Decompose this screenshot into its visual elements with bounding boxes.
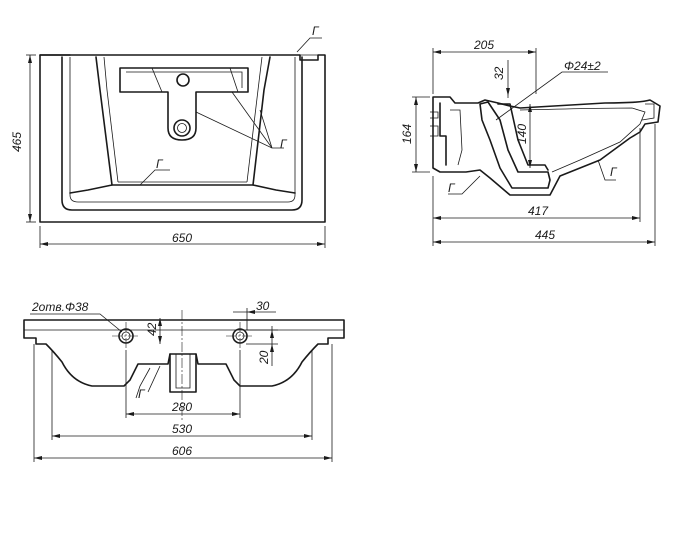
front-view: 465 650 Г Г Г: [10, 24, 326, 248]
dim-445: 445: [535, 228, 555, 242]
dim-42: 42: [145, 322, 159, 336]
side-overflow-channel: [479, 101, 551, 189]
callout-top: Г: [312, 24, 320, 38]
callout-bottom-view: Г: [138, 387, 146, 401]
dim-diameter: Φ24±2: [564, 59, 601, 73]
callout-side-right: Г: [610, 165, 618, 179]
dim-32: 32: [492, 66, 506, 80]
bottom-drain-neck: [169, 353, 197, 393]
dim-140: 140: [515, 124, 529, 144]
side-section-profile: [432, 96, 661, 196]
dim-164: 164: [400, 124, 414, 144]
dim-20: 20: [257, 350, 271, 365]
dim-606: 606: [172, 444, 192, 458]
front-faucet-plateau: [119, 67, 249, 141]
callout-side-left: Г: [448, 181, 456, 195]
callout-right: Г: [280, 137, 288, 151]
dim-280: 280: [171, 400, 192, 414]
dim-205: 205: [473, 38, 494, 52]
side-view: 205 32 Φ24±2 164 140 417 445 Г: [400, 38, 661, 246]
front-bowl-outline: [61, 56, 303, 211]
front-overflow-hole: [173, 119, 191, 137]
callout-bottom: Г: [156, 157, 164, 171]
holes-label: 2отв.Φ38: [31, 300, 89, 314]
dim-30: 30: [256, 299, 270, 313]
dim-465: 465: [10, 132, 24, 152]
dim-650: 650: [172, 231, 192, 245]
dim-530: 530: [172, 422, 192, 436]
front-faucet-hole: [176, 73, 190, 87]
bottom-view: 2отв.Φ38 42 30 20 Г 280 530: [23, 299, 345, 462]
dim-417: 417: [528, 204, 549, 218]
